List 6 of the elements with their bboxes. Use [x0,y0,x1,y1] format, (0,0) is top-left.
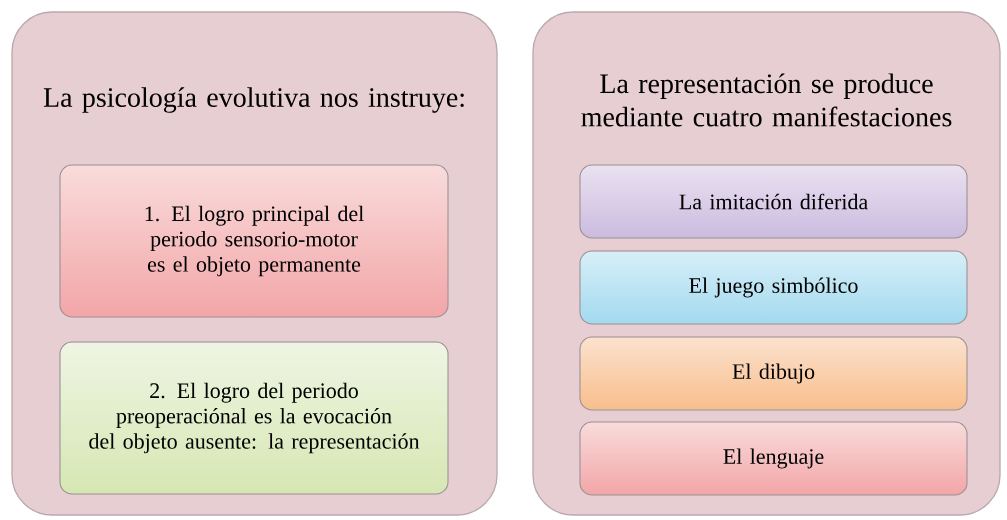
text-box: La imitación diferida [579,164,968,239]
text-box: 2. El logro del periodo preoperaciónal es la evocación del objeto ausente: la representación [59,341,449,495]
text-box: El lenguaje [579,421,968,496]
text-box: El dibujo [579,336,968,411]
text-box: 1. El logro principal del periodo sensorio-motor es el objeto permanente [59,164,449,318]
text-box: El juego simbólico [579,250,968,325]
